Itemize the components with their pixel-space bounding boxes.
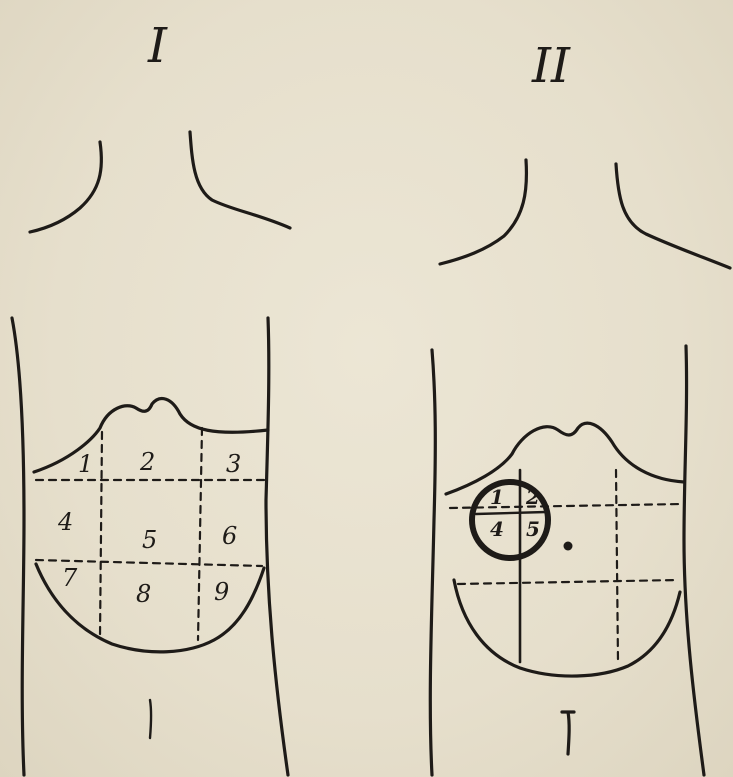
figure-one-torso-left — [12, 318, 24, 775]
figure-one-grid-vertical-left — [100, 432, 102, 636]
figure-one-grid-vertical-right — [198, 428, 202, 640]
figure-one-region-9: 9 — [214, 578, 229, 606]
figure-one-neck-left — [30, 142, 101, 232]
figure-one-region-7: 7 — [62, 564, 78, 592]
figure-one-neck-right — [190, 132, 290, 228]
figure-two-costal-margin — [446, 423, 684, 494]
figure-one-region-4: 4 — [57, 508, 73, 536]
figure-two-grid-vertical-right — [616, 470, 618, 662]
figure-one-region-3: 3 — [226, 450, 241, 478]
figure-two: II 1 2 4 5 — [430, 38, 730, 775]
figure-one: I 1 2 3 4 5 6 7 8 9 — [12, 18, 290, 775]
figure-two-lower-boundary — [454, 580, 680, 676]
figure-one-navel-mark — [150, 700, 151, 738]
figure-two-neck-right — [616, 164, 730, 268]
figure-one-region-8: 8 — [136, 580, 151, 608]
figure-two-label: II — [531, 38, 571, 94]
figure-two-region-5: 5 — [526, 517, 540, 541]
figure-one-region-2: 2 — [139, 448, 155, 476]
figure-two-dot-marker — [564, 542, 573, 551]
figure-two-neck-left — [440, 160, 526, 264]
figure-one-region-6: 6 — [222, 522, 237, 550]
figure-two-region-4: 4 — [490, 517, 504, 541]
figure-two-grid-horizontal-lower — [458, 580, 678, 584]
figure-two-region-2: 2 — [525, 485, 540, 509]
figure-two-navel-mark — [562, 712, 574, 754]
figure-two-region-1: 1 — [490, 485, 504, 509]
figure-one-torso-right — [266, 318, 288, 775]
figure-one-region-5: 5 — [142, 526, 157, 554]
figure-one-label: I — [147, 18, 168, 74]
figure-two-torso-left — [430, 350, 435, 775]
figure-two-torso-right — [684, 346, 704, 775]
figure-one-region-1: 1 — [78, 450, 93, 478]
figure-two-circle-cross — [476, 512, 546, 514]
figure-two-grid-horizontal-upper — [450, 504, 682, 508]
